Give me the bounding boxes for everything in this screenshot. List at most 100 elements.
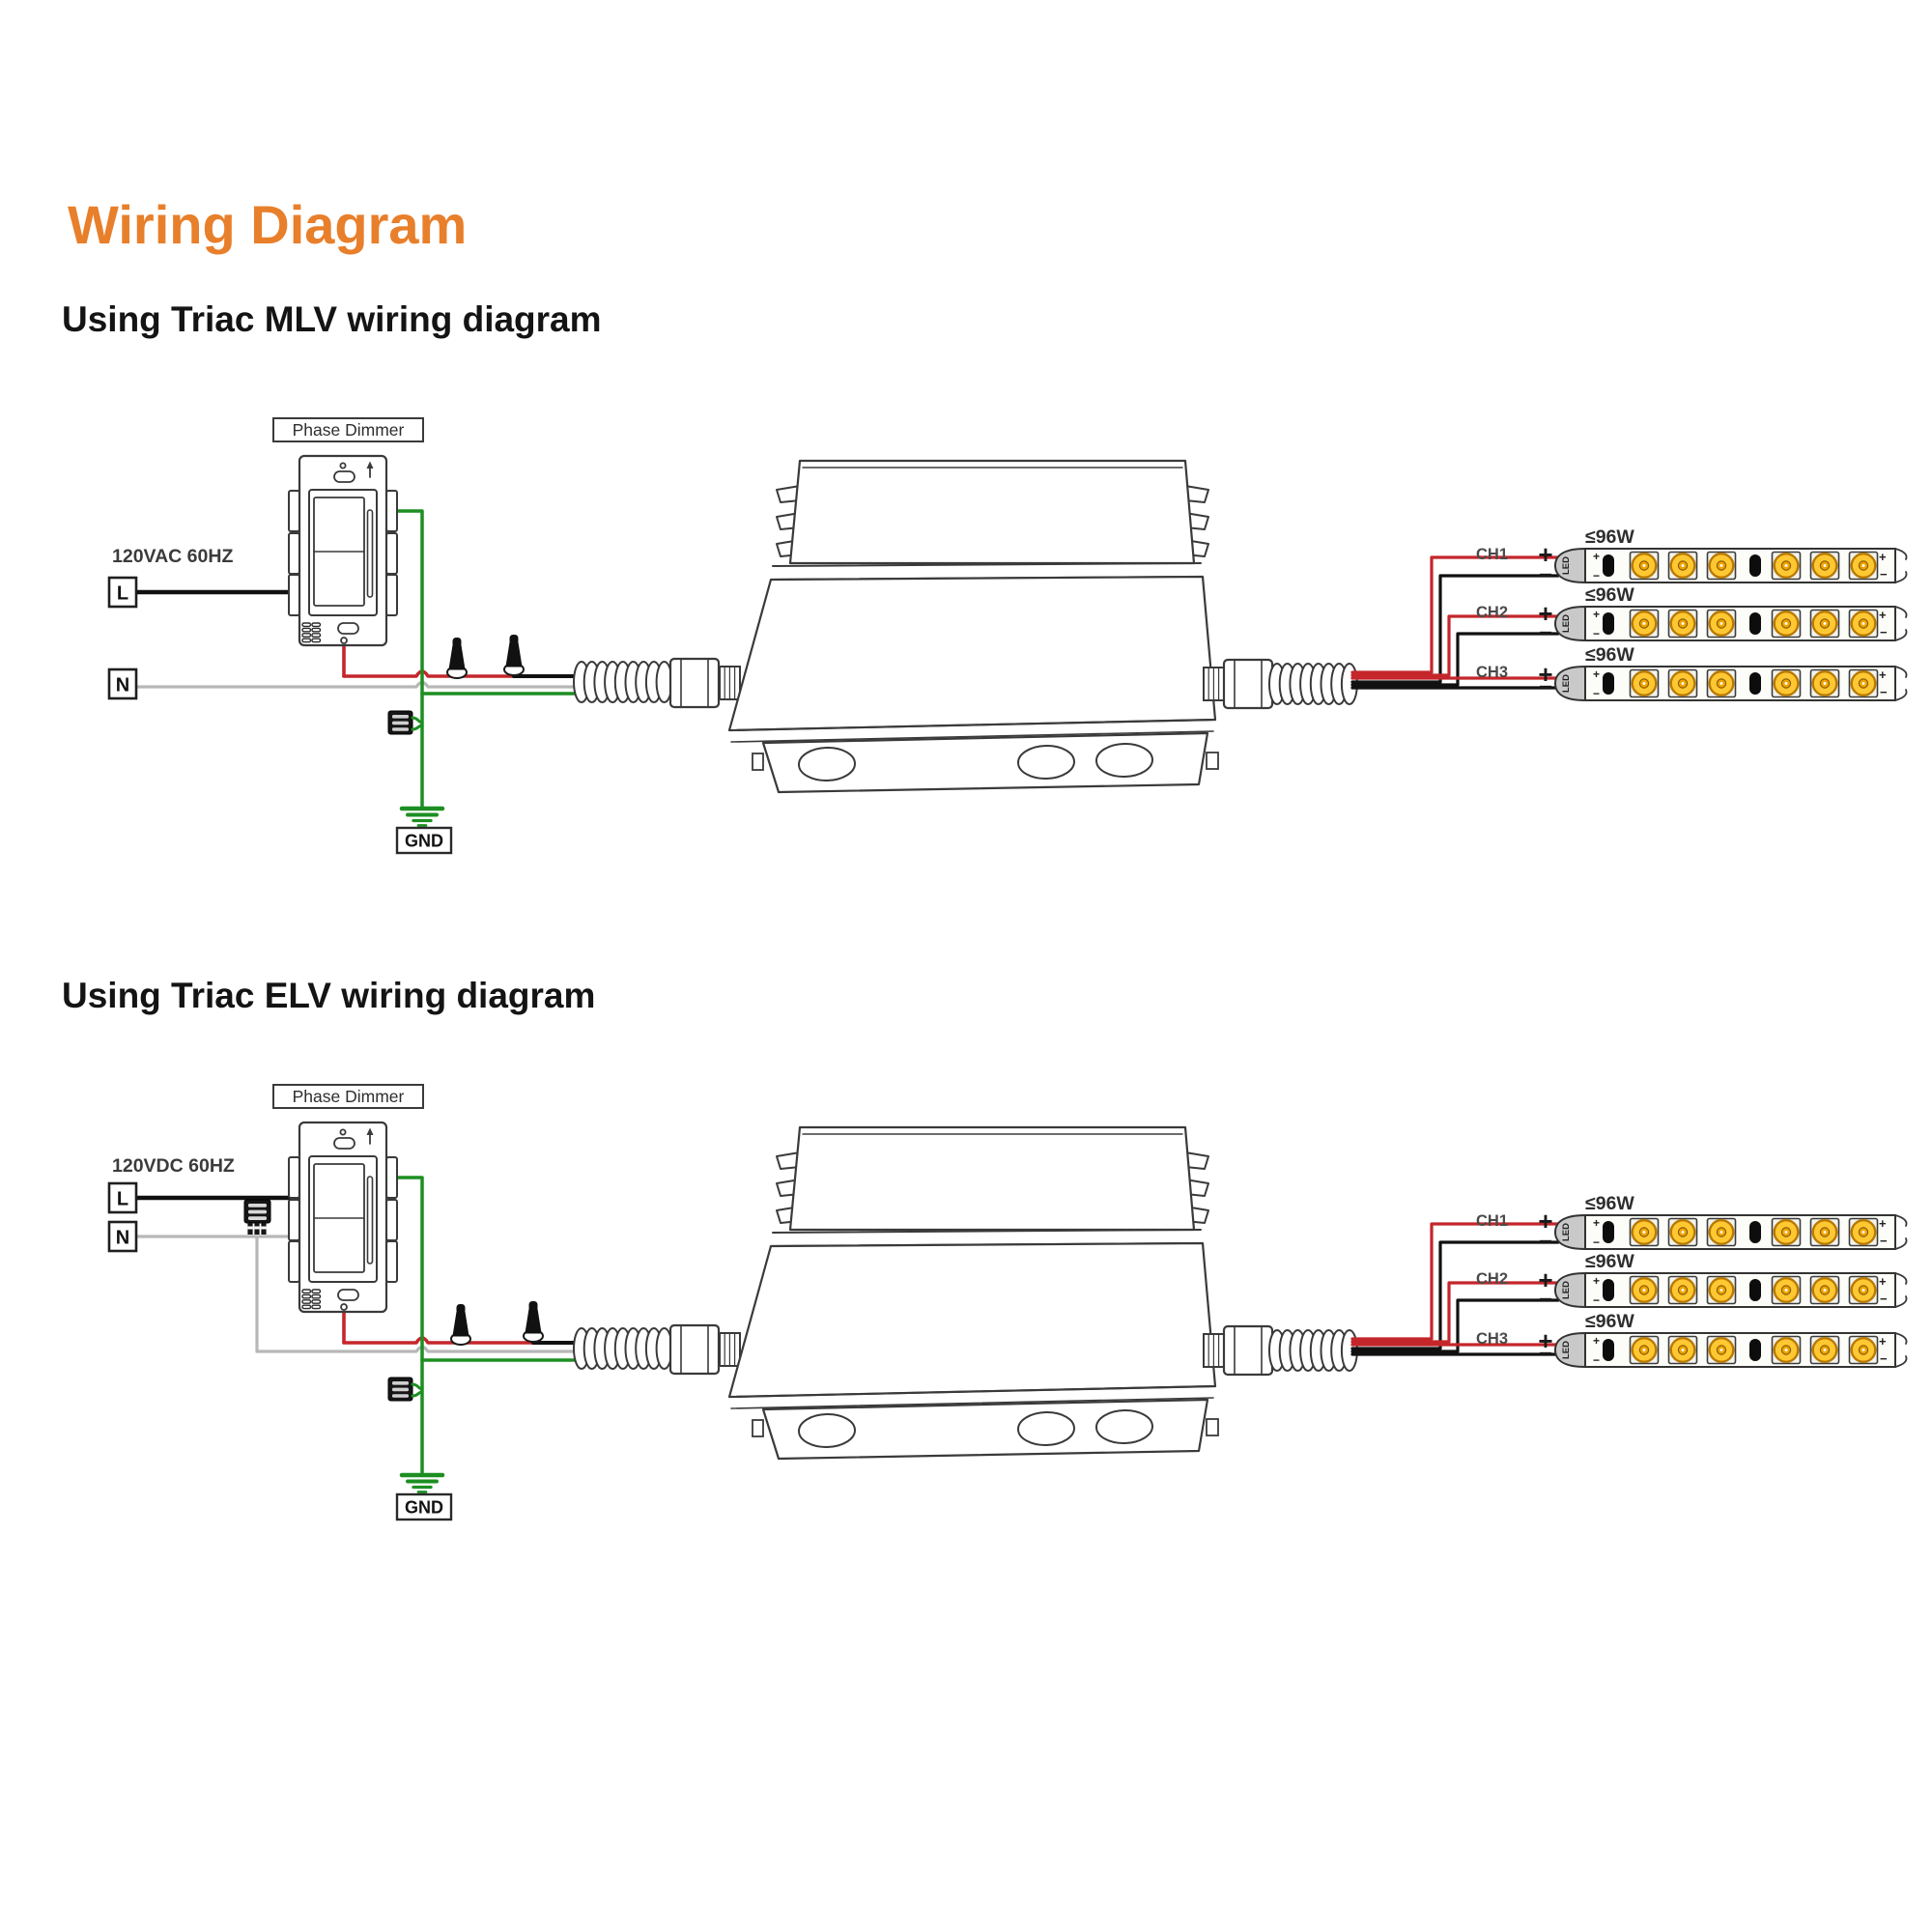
- ground-symbol-icon: [399, 1472, 445, 1493]
- output-wiring: [1350, 555, 1560, 690]
- ch1-negative-wire: [1350, 1240, 1560, 1350]
- wire-nut-icon: [503, 635, 525, 676]
- end-minus: −: [1880, 625, 1888, 639]
- max-power-label: ≤96W: [1585, 526, 1634, 548]
- line-terminal: L: [107, 1181, 138, 1214]
- strip-end-cut: [1894, 548, 1908, 583]
- strip-resistor-icon: [1603, 554, 1614, 577]
- led-module-icon: [1809, 551, 1840, 581]
- led-module-icon: [1706, 668, 1737, 698]
- ground-pigtail: [411, 724, 424, 731]
- max-power-label: ≤96W: [1585, 1251, 1634, 1272]
- end-minus: −: [1880, 1234, 1888, 1248]
- cap-plus: +: [1593, 668, 1600, 681]
- mount-tab-icon: [1206, 752, 1219, 770]
- junction-strip: [761, 1398, 1209, 1461]
- ch1-negative-wire: [1350, 574, 1560, 684]
- strip-cap: [1554, 666, 1586, 701]
- minus-sign: −: [1539, 1229, 1552, 1255]
- strip-resistor-icon: [1603, 1279, 1614, 1301]
- flexible-conduit-icon: [573, 1327, 673, 1370]
- led-module-icon: [1629, 1217, 1660, 1247]
- knockout-hole-icon: [798, 746, 856, 782]
- phase-dimmer-label: Phase Dimmer: [272, 417, 424, 442]
- line-terminal-text: L: [117, 1189, 128, 1210]
- ch2-negative-wire: [1350, 1298, 1560, 1353]
- cap-plus: +: [1593, 608, 1600, 621]
- max-power-label: ≤96W: [1585, 644, 1634, 666]
- led-module-icon: [1771, 1217, 1802, 1247]
- heat-fin-icon: [301, 622, 322, 643]
- ground-assembly: GND: [387, 1358, 453, 1521]
- end-plus: +: [1879, 1274, 1887, 1289]
- threaded-collar-icon: [719, 1332, 741, 1367]
- threaded-collar-icon: [1203, 1333, 1225, 1368]
- knockout-hole-icon: [1017, 1410, 1075, 1447]
- plus-sign: +: [1538, 599, 1552, 628]
- plus-sign: +: [1538, 1326, 1552, 1355]
- arrow-head: [366, 1127, 374, 1135]
- led-module-icon: [1706, 1217, 1737, 1247]
- input-conduit: [573, 1323, 741, 1376]
- channel-label: CH2: [1476, 1270, 1508, 1288]
- led-module-icon: [1771, 609, 1802, 639]
- channel-label: CH3: [1476, 664, 1508, 681]
- end-plus: +: [1879, 1334, 1887, 1349]
- strip-resistor-icon: [1603, 1221, 1614, 1243]
- strip-top-line: [730, 730, 1214, 743]
- strip-resistor-icon: [1749, 1339, 1761, 1361]
- ground-pigtail: [411, 1382, 424, 1391]
- minus-sign: −: [1539, 674, 1552, 700]
- neutral-terminal-text: N: [116, 675, 129, 696]
- cap-minus: −: [1593, 1236, 1600, 1249]
- led-cap-text: LED: [1561, 1223, 1572, 1241]
- led-cap-text: LED: [1561, 556, 1572, 575]
- channel-label: CH1: [1476, 1212, 1508, 1230]
- wire-nut-icon: [446, 638, 468, 679]
- section-heading-mlv: Using Triac MLV wiring diagram: [62, 299, 602, 339]
- cap-minus: −: [1593, 1293, 1600, 1307]
- led-module-icon: [1667, 1275, 1698, 1305]
- led-cap-text: LED: [1561, 1341, 1572, 1359]
- max-power-label: ≤96W: [1585, 1311, 1634, 1332]
- end-minus: −: [1880, 685, 1888, 699]
- plus-sign: +: [1538, 1207, 1552, 1236]
- shape: [448, 644, 466, 670]
- ch2-negative-wire: [1350, 632, 1560, 687]
- neutral-wire: [255, 1345, 582, 1353]
- mount-tab-icon: [752, 753, 764, 771]
- strip-cap: [1554, 1214, 1586, 1250]
- led-module-icon: [1667, 609, 1698, 639]
- led-module-icon: [1629, 609, 1660, 639]
- led-module-icon: [1848, 609, 1879, 639]
- phase-dimmer: Phase Dimmer: [272, 417, 424, 647]
- led-module-icon: [1667, 668, 1698, 698]
- led-module-icon: [1809, 1275, 1840, 1305]
- channel-label: CH3: [1476, 1330, 1508, 1348]
- phase-dimmer-text: Phase Dimmer: [293, 1087, 405, 1106]
- ground-connector-icon: [387, 1377, 413, 1402]
- ridge-line: [772, 562, 1202, 567]
- voltage-label: 120VAC 60HZ: [112, 546, 233, 567]
- cap-plus: +: [1593, 1216, 1600, 1230]
- led-module-icon: [1667, 551, 1698, 581]
- threaded-collar-icon: [719, 666, 741, 700]
- led-module-icon: [1848, 1335, 1879, 1365]
- input-wiring: [133, 1176, 582, 1362]
- ground-wire: [384, 509, 424, 696]
- knockout-hole-icon: [1017, 744, 1075, 781]
- flexible-conduit-icon: [1268, 1329, 1358, 1372]
- minus-sign: −: [1539, 562, 1552, 588]
- dimmer-slider: [366, 509, 374, 598]
- end-minus: −: [1880, 567, 1888, 582]
- led-module-icon: [1848, 551, 1879, 581]
- cap-minus: −: [1593, 687, 1600, 700]
- strip-cap: [1554, 1332, 1586, 1368]
- ground-pigtail: [411, 1390, 424, 1398]
- strip-resistor-icon: [1603, 1339, 1614, 1361]
- output-conduit: [1203, 1324, 1358, 1377]
